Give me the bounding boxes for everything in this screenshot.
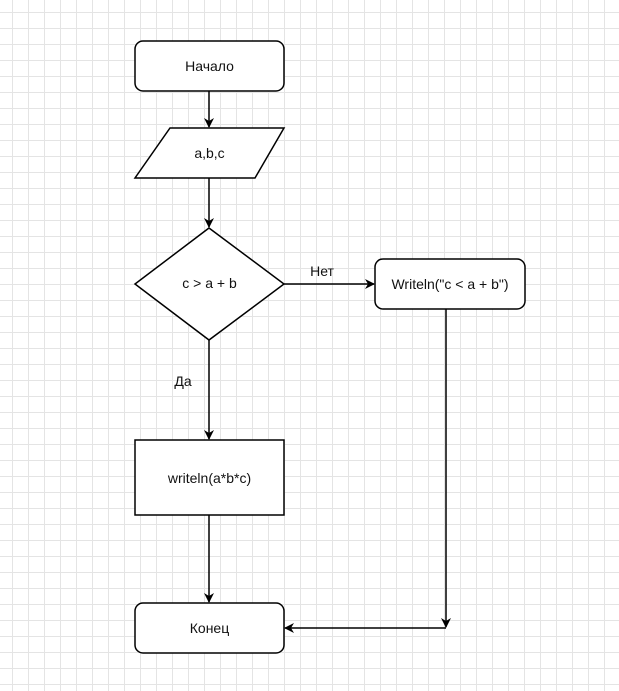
yes-output-label: writeln(a*b*c): [167, 470, 251, 486]
input-node[interactable]: [133, 127, 286, 179]
condition-label: c > a + b: [182, 275, 237, 291]
no-output-label: Writeln("c < a + b"): [391, 276, 508, 292]
input-label: a,b,c: [194, 145, 224, 161]
yes-edge-label: Да: [174, 373, 191, 389]
no-output-node[interactable]: [374, 258, 526, 310]
end-label: Конец: [190, 620, 229, 636]
no-edge-label: Нет: [310, 263, 334, 279]
start-label: Начало: [185, 58, 234, 74]
yes-output-node[interactable]: [134, 439, 285, 516]
